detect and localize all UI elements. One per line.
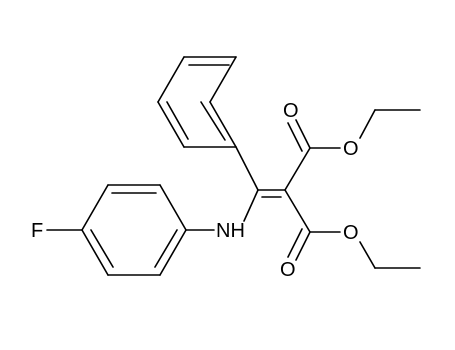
bond — [209, 56, 237, 103]
carbonyl-double-bond — [287, 228, 303, 258]
carbonyl-oxygen-top-label: O — [283, 100, 299, 122]
carbonyl-double-bond — [287, 122, 303, 152]
amine-label: NH — [216, 220, 245, 242]
fluorine-label: F — [31, 220, 43, 242]
double-bond-inner — [90, 229, 114, 268]
n-c-bond — [243, 189, 259, 222]
o-ethyl-bond — [359, 241, 376, 269]
bond — [81, 184, 109, 231]
double-bond-inner — [200, 101, 226, 141]
ester-oxygen-top-label: O — [343, 138, 359, 160]
bond — [81, 229, 109, 276]
double-bond-inner — [154, 229, 178, 268]
bond — [157, 56, 185, 103]
bond — [209, 101, 237, 148]
phenyl-ring — [157, 56, 237, 148]
carbonyl-bond — [295, 231, 311, 261]
bond — [159, 184, 187, 231]
bond — [159, 229, 187, 276]
c-ester-bond — [284, 147, 311, 191]
fluorophenyl-ring — [81, 184, 187, 276]
ester-oxygen-bottom-label: O — [343, 222, 359, 244]
bond — [157, 101, 185, 148]
carbonyl-oxygen-bottom-label: O — [280, 259, 296, 281]
c-phenyl-bond — [235, 146, 259, 191]
c-ester-bond — [284, 189, 311, 233]
double-bond-inner — [166, 101, 189, 140]
o-ethyl-bond — [359, 109, 376, 139]
carbonyl-bond — [295, 119, 311, 149]
